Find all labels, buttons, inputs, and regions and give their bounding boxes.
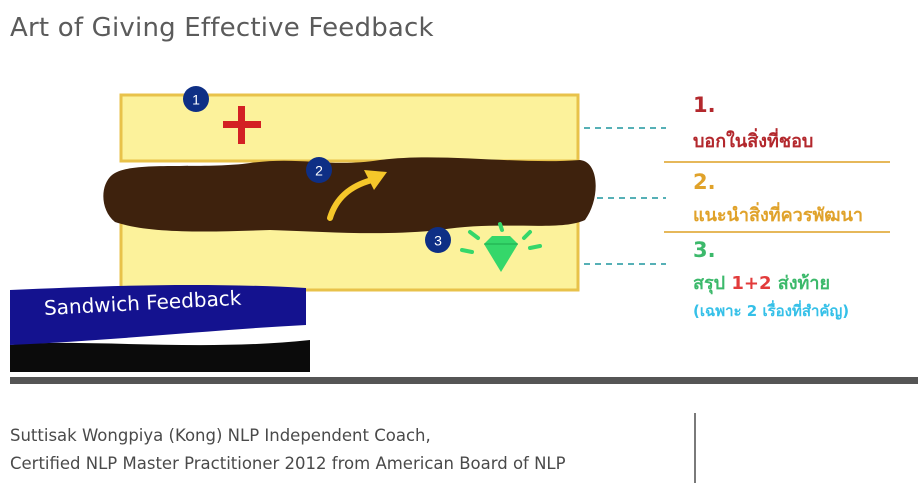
step-1-number: 1. <box>693 93 716 117</box>
step-2-text: แนะนำสิ่งที่ควรพัฒนา <box>693 205 863 226</box>
divider-bar <box>10 377 918 384</box>
badge-2: 2 <box>306 157 332 183</box>
badge-3-label: 3 <box>434 233 442 249</box>
step-3-text-highlight: 1+2 <box>731 273 772 294</box>
badge-1: 1 <box>183 86 209 112</box>
plus-icon <box>223 106 261 144</box>
badge-3: 3 <box>425 227 451 253</box>
footer-line-1: Suttisak Wongpiya (Kong) NLP Independent… <box>10 426 431 445</box>
badge-1-label: 1 <box>192 92 200 108</box>
badge-2-label: 2 <box>315 163 323 179</box>
arrow-icon <box>327 170 387 221</box>
step-3-text-prefix: สรุป <box>693 273 732 294</box>
sandwich-ribbon <box>10 284 310 372</box>
step-3-subtext: (เฉพาะ 2 เรื่องที่สำคัญ) <box>693 302 850 320</box>
diamond-icon <box>460 222 542 272</box>
step-3-number: 3. <box>693 238 716 262</box>
footer-line-2: Certified NLP Master Practitioner 2012 f… <box>10 454 566 473</box>
footer-divider <box>694 413 696 483</box>
sandwich-diagram: 1 2 3 <box>10 86 890 372</box>
step-1-text: บอกในสิ่งที่ชอบ <box>693 131 814 152</box>
filling <box>103 157 596 234</box>
page-title: Art of Giving Effective Feedback <box>10 13 434 43</box>
step-2-number: 2. <box>693 170 716 194</box>
step-3-text: สรุป 1+2 ส่งท้าย <box>693 268 830 297</box>
step-3-text-suffix: ส่งท้าย <box>771 273 831 294</box>
